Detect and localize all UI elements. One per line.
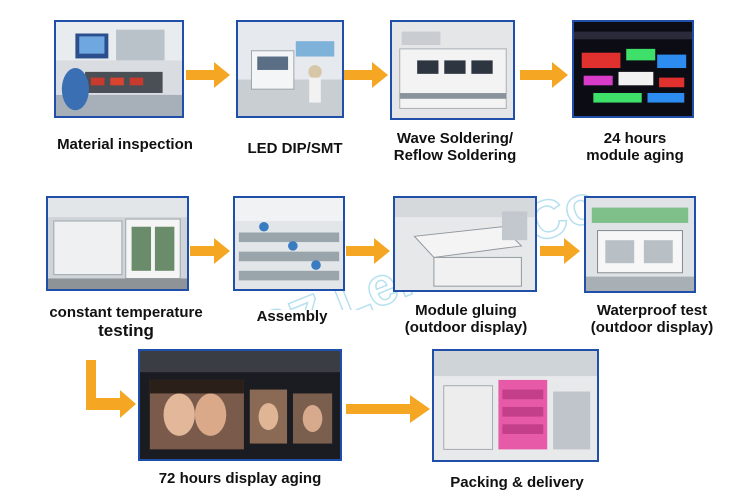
caption-display-aging: 72 hours display aging — [158, 470, 322, 487]
photo-module-aging — [572, 20, 694, 118]
photo-packing-delivery — [432, 349, 599, 462]
caption-waterproof-test: Waterproof test (outdoor display) — [572, 302, 732, 337]
photo-waterproof-test — [584, 196, 696, 293]
photo-constant-temperature — [46, 196, 189, 291]
photo-led-dip-smt — [236, 20, 344, 118]
caption-line: 24 hours — [603, 130, 667, 147]
caption-module-aging: 24 hours module aging — [570, 130, 700, 165]
photo-wave-soldering — [390, 20, 515, 120]
caption-packing-delivery: Packing & delivery — [450, 474, 584, 491]
arrow-1 — [186, 62, 230, 88]
caption-constant-temperature: constant temperature testing — [26, 304, 226, 341]
arrow-4 — [190, 238, 230, 264]
arrow-7 — [86, 360, 136, 418]
caption-wave-soldering: Wave Soldering/ Reflow Soldering — [380, 130, 530, 165]
arrow-2 — [344, 62, 388, 88]
arrow-3 — [520, 62, 568, 88]
caption-assembly: Assembly — [256, 308, 328, 325]
caption-line: Wave Soldering/ — [396, 130, 514, 147]
caption-line: Reflow Soldering — [393, 147, 517, 165]
caption-led-dip-smt: LED DIP/SMT — [247, 140, 343, 157]
photo-assembly — [233, 196, 345, 291]
caption-line: module aging — [586, 147, 684, 165]
caption-line: (outdoor display) — [590, 319, 714, 337]
caption-module-gluing: Module gluing (outdoor display) — [386, 302, 546, 337]
caption-line: Module gluing — [415, 302, 517, 319]
arrow-5 — [346, 238, 390, 264]
arrow-8 — [346, 395, 430, 423]
caption-line: (outdoor display) — [404, 319, 528, 337]
caption-line: testing — [98, 321, 154, 341]
caption-material-inspection: Material inspection — [57, 136, 193, 153]
caption-line: Waterproof test — [596, 302, 708, 319]
photo-material-inspection — [54, 20, 184, 118]
arrow-6 — [540, 238, 580, 264]
photo-module-gluing — [393, 196, 537, 292]
caption-line: constant temperature — [49, 304, 203, 321]
photo-display-aging — [138, 349, 342, 461]
